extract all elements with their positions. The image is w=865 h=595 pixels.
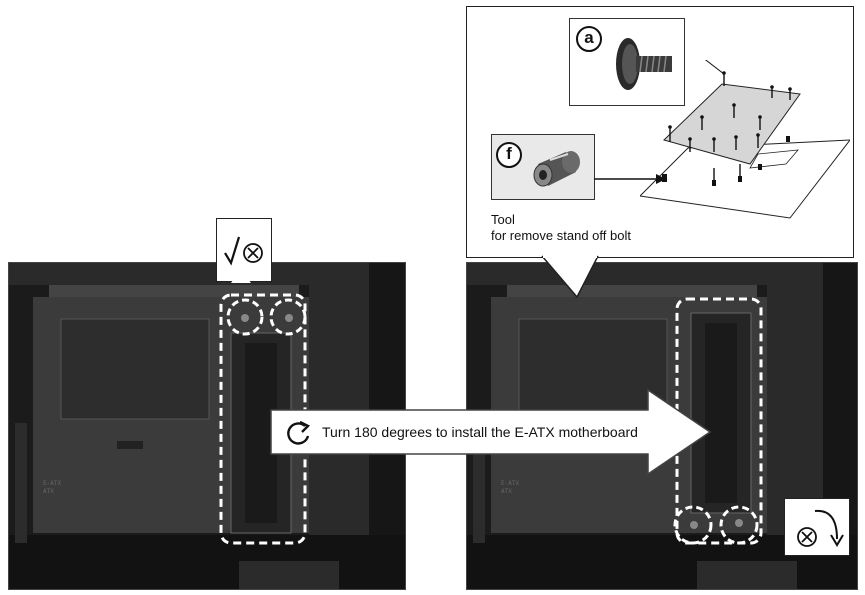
svg-text:E-ATX: E-ATX xyxy=(501,480,519,487)
rotate-clockwise-icon xyxy=(287,420,311,445)
tool-pointer-arrow xyxy=(594,174,666,184)
svg-text:ATX: ATX xyxy=(501,488,512,495)
instruction-text: Turn 180 degrees to install the E-ATX mo… xyxy=(322,424,638,440)
svg-text:ATX: ATX xyxy=(43,488,54,495)
instruction-arrow xyxy=(270,388,712,476)
svg-text:E-ATX: E-ATX xyxy=(43,480,61,487)
tool-caption-line2: for remove stand off bolt xyxy=(491,228,631,243)
standoff-layout-diagram xyxy=(640,60,850,219)
screw-icon xyxy=(616,38,672,90)
install-standoff-icon xyxy=(784,498,850,556)
standoff-socket-tool-icon xyxy=(533,151,580,187)
remove-standoff-icon xyxy=(216,218,272,283)
tool-caption-line1: Tool xyxy=(491,212,515,227)
callout-pointer xyxy=(541,255,599,299)
tool-letter-badge: f xyxy=(496,142,522,168)
screw-letter-badge: a xyxy=(576,26,602,52)
